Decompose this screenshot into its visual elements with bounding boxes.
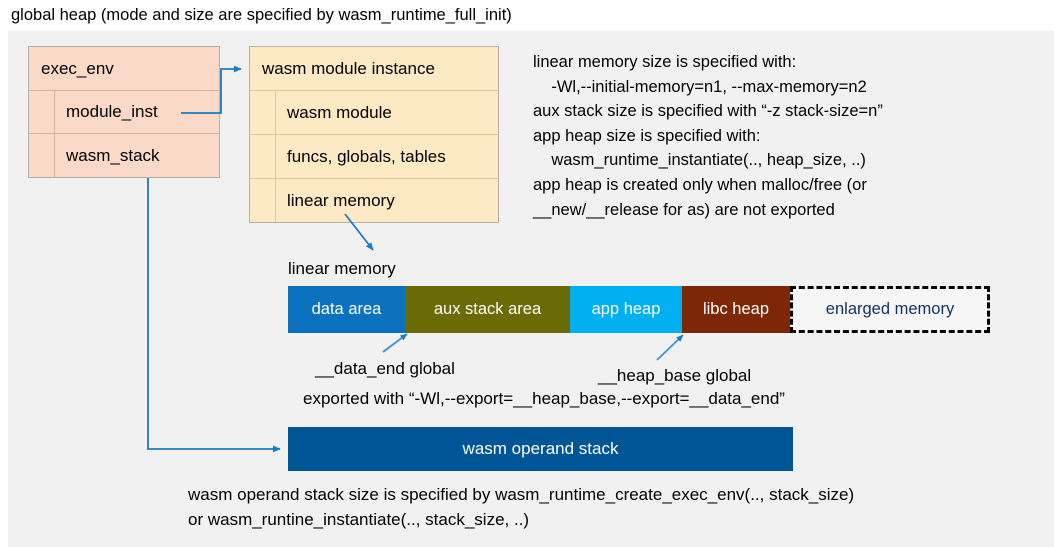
exec-env-gutter — [29, 91, 55, 133]
exec-env-field-label-wasm-stack: wasm_stack — [66, 145, 160, 165]
exec-env-field-wasm-stack: wasm_stack — [29, 134, 219, 177]
exec-env-field-module-inst: module_inst — [29, 91, 219, 134]
memory-segment-label: aux stack area — [433, 300, 542, 318]
memory-segment-enlarged-memory: enlarged memory — [790, 286, 990, 333]
exec-env-gutter — [29, 134, 55, 177]
operand-stack-note: wasm operand stack size is specified by … — [188, 485, 855, 529]
exec-env-field-label-module-inst: module_inst — [66, 102, 158, 121]
module-instance-gutter — [250, 135, 276, 178]
exec-env-box: exec_env module_inst wasm_stack — [28, 46, 220, 178]
module-instance-field-wasm-module: wasm module — [250, 91, 498, 135]
page-title: global heap (mode and size are specified… — [11, 6, 512, 24]
wasm-module-instance-box: wasm module instance wasm module funcs, … — [249, 46, 499, 223]
module-instance-field-label-wasm-module: wasm module — [287, 102, 392, 122]
module-instance-field-label-linear-memory: linear memory — [287, 190, 395, 210]
wasm-operand-stack-bar: wasm operand stack — [288, 427, 793, 471]
exec-env-header-label: exec_env — [41, 58, 114, 78]
annotation-data-end: __data_end global — [315, 359, 455, 378]
linear-memory-strip: data area aux stack area app heap libc h… — [288, 286, 990, 333]
annotation-heap-base: __heap_base global — [598, 366, 752, 385]
memory-config-notes: linear memory size is specified with: -W… — [533, 53, 883, 219]
exec-env-header-row: exec_env — [29, 47, 219, 91]
module-instance-field-label-funcs-globals-tables: funcs, globals, tables — [287, 146, 446, 166]
linear-memory-caption: linear memory — [288, 259, 396, 278]
memory-segment-data-area: data area — [288, 286, 405, 333]
module-instance-gutter — [250, 91, 276, 134]
memory-segment-label: libc heap — [702, 300, 770, 318]
wasm-operand-stack-label: wasm operand stack — [462, 439, 619, 458]
module-instance-header-row: wasm module instance — [250, 47, 498, 91]
memory-segment-libc-heap: libc heap — [682, 286, 790, 333]
module-instance-field-linear-memory: linear memory — [250, 179, 498, 222]
memory-segment-aux-stack-area: aux stack area — [405, 286, 570, 333]
memory-segment-label: data area — [311, 300, 382, 318]
annotation-exported-with: exported with “-Wl,--export=__heap_base,… — [303, 389, 785, 408]
memory-segment-app-heap: app heap — [570, 286, 682, 333]
module-instance-field-funcs-globals-tables: funcs, globals, tables — [250, 135, 498, 179]
module-instance-gutter — [250, 179, 276, 222]
module-instance-header-label: wasm module instance — [262, 58, 435, 78]
memory-segment-label: app heap — [591, 300, 661, 318]
memory-segment-label: enlarged memory — [825, 300, 955, 318]
